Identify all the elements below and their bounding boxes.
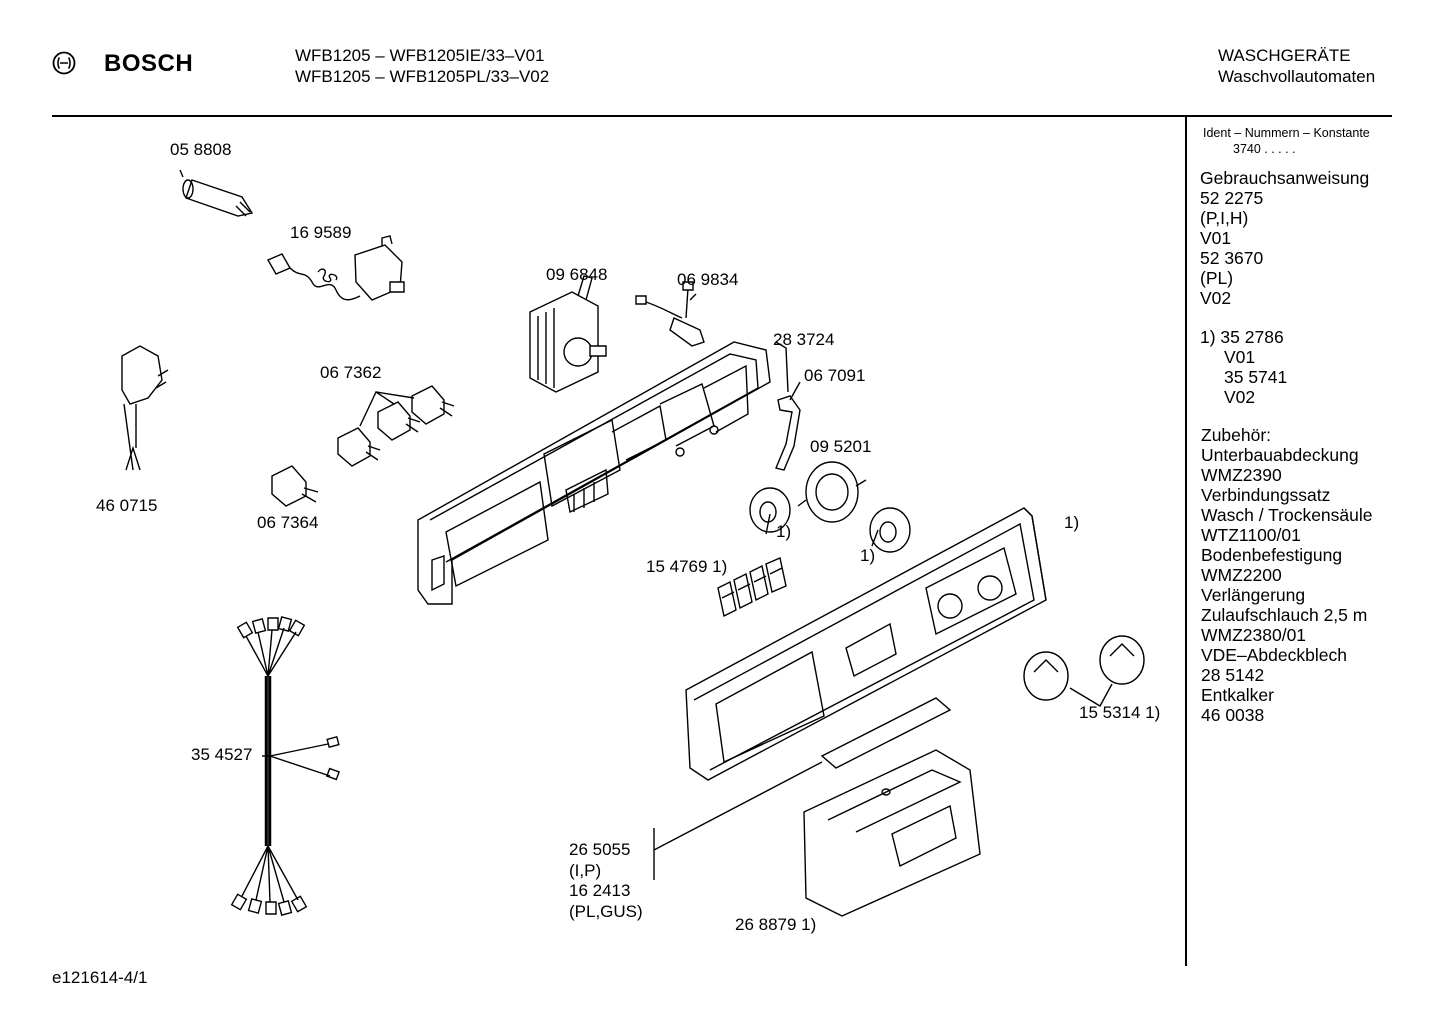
- detergent-drawer-part: [804, 750, 980, 916]
- part-label-069834: 06 9834: [677, 270, 739, 289]
- part-label-155314: 15 5314 1): [1079, 703, 1161, 722]
- part-label-154769: 15 4769 1): [646, 557, 728, 576]
- accessory-line: WTZ1100/01: [1201, 525, 1301, 545]
- category-title: WASCHGERÄTE: [1218, 46, 1351, 65]
- accessory-line: WMZ2380/01: [1201, 625, 1307, 645]
- drawing-id: e121614-4/1: [52, 968, 148, 987]
- bracket-part: [776, 382, 800, 470]
- switch-part-067364: [272, 466, 318, 506]
- part-label-265055: 26 5055: [569, 840, 631, 859]
- footnote-marker-knob-left: 1): [776, 522, 792, 541]
- manual-line: V02: [1200, 288, 1232, 308]
- ident-value: 3740 . . . . .: [1233, 142, 1296, 156]
- part-label-268879: 26 8879 1): [735, 915, 817, 934]
- control-panel-frame-part: [418, 342, 770, 604]
- manual-list: Gebrauchsanweisung 52 2275 (P,I,H) V01 5…: [1200, 168, 1369, 308]
- part-label-058808: 05 8808: [170, 140, 232, 159]
- part-label-067362: 06 7362: [320, 363, 382, 382]
- part-label-067091: 06 7091: [804, 366, 866, 385]
- model-line-2: WFB1205 – WFB1205PL/33–V02: [295, 67, 550, 86]
- accessory-line: Zulaufschlauch 2,5 m: [1201, 605, 1368, 625]
- part-label-162413-variant: (PL,GUS): [569, 902, 643, 921]
- push-buttons-part: [718, 558, 786, 616]
- accessory-line: Wasch / Trockensäule: [1201, 505, 1373, 525]
- knob-base-part: [750, 462, 910, 552]
- front-panel-part: [686, 508, 1046, 780]
- manual-line: Gebrauchsanweisung: [1200, 168, 1370, 188]
- footnote-line: V01: [1224, 347, 1256, 367]
- category-subtitle: Waschvollautomaten: [1218, 67, 1376, 86]
- part-label-265055-variant: (I,P): [569, 861, 602, 880]
- accessory-list: Zubehör: Unterbauabdeckung WMZ2390 Verbi…: [1201, 425, 1373, 725]
- indicator-lamp-part: [636, 282, 704, 346]
- footnote-line: 1) 35 2786: [1200, 327, 1284, 347]
- footnote-line: V02: [1224, 387, 1256, 407]
- accessory-line: Verlängerung: [1201, 585, 1306, 605]
- accessory-line: Unterbauabdeckung: [1201, 445, 1359, 465]
- accessory-line: Bodenbefestigung: [1201, 545, 1343, 565]
- footnote-line: 35 5741: [1224, 367, 1288, 387]
- wiring-harness-part: [232, 617, 339, 915]
- accessory-line: 46 0038: [1201, 705, 1265, 725]
- bosch-logo-icon: [52, 51, 76, 75]
- part-label-162413: 16 2413: [569, 881, 631, 900]
- footnote-list: 1) 35 2786 V01 35 5741 V02: [1200, 327, 1287, 407]
- manual-line: 52 2275: [1200, 188, 1264, 208]
- accessory-line: Entkalker: [1201, 685, 1274, 705]
- panel-strip-part: [654, 698, 950, 880]
- thermostat-part: [268, 236, 404, 300]
- selector-knobs-part: [1024, 636, 1144, 706]
- power-cord-part: [122, 346, 168, 470]
- accessory-line: WMZ2200: [1201, 565, 1282, 585]
- part-label-460715: 46 0715: [96, 496, 158, 515]
- switch-parts-067362: [338, 386, 454, 466]
- part-label-095201: 09 5201: [810, 437, 872, 456]
- manual-line: V01: [1200, 228, 1232, 248]
- capacitor-part: [180, 170, 252, 216]
- part-label-067364: 06 7364: [257, 513, 319, 532]
- brand-name: BOSCH: [104, 50, 194, 77]
- part-label-354527: 35 4527: [191, 745, 253, 764]
- accessory-line: 28 5142: [1201, 665, 1265, 685]
- manual-line: (P,I,H): [1200, 208, 1249, 228]
- accessory-line: WMZ2390: [1201, 465, 1282, 485]
- part-label-096848: 09 6848: [546, 265, 608, 284]
- part-label-283724: 28 3724: [773, 330, 835, 349]
- accessory-line: VDE–Abdeckblech: [1201, 645, 1347, 665]
- ident-title: Ident – Nummern – Konstante: [1203, 126, 1370, 140]
- footnote-marker-panel: 1): [1064, 513, 1080, 532]
- footnote-marker-knob-right: 1): [860, 546, 876, 565]
- part-label-169589: 16 9589: [290, 223, 352, 242]
- accessory-line: Verbindungssatz: [1201, 485, 1331, 505]
- model-line-1: WFB1205 – WFB1205IE/33–V01: [295, 46, 545, 65]
- program-selector-part: [530, 276, 606, 392]
- manual-line: 52 3670: [1200, 248, 1264, 268]
- manual-line: (PL): [1200, 268, 1234, 288]
- accessory-line: Zubehör:: [1201, 425, 1272, 445]
